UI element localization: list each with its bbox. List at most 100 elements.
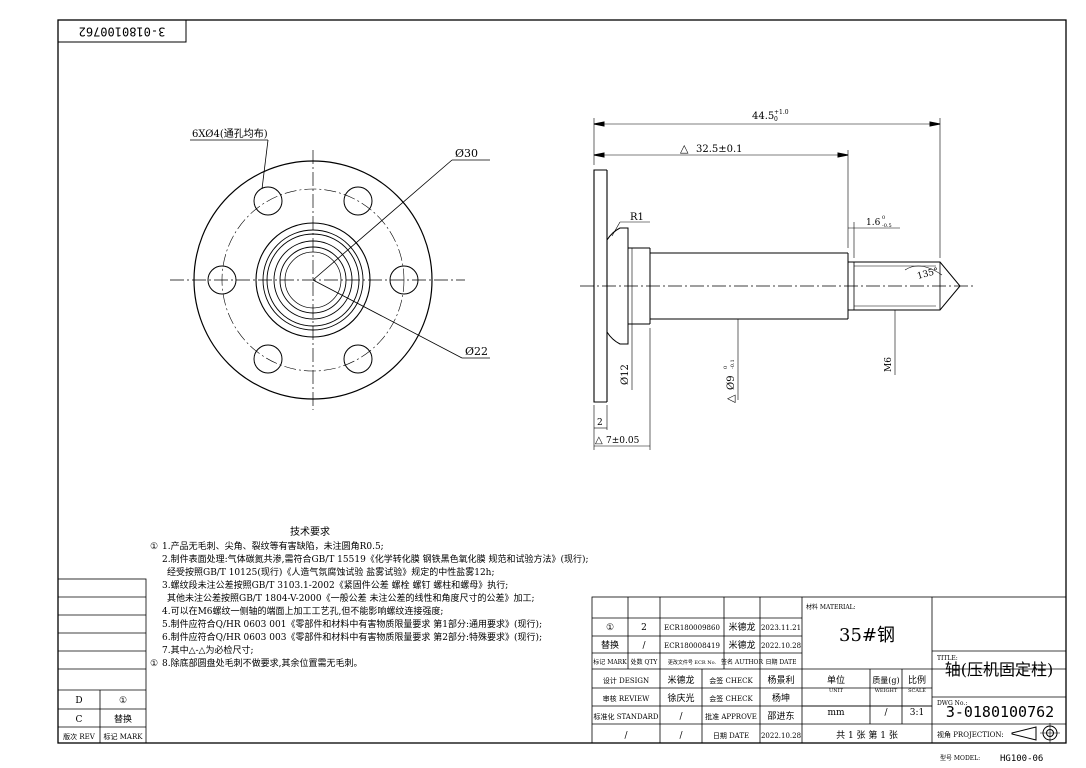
- sign-cell: 设计 DESIGN: [603, 676, 649, 685]
- model-label: 型号 MODEL:: [940, 754, 980, 762]
- unit-label: 单位: [827, 674, 845, 686]
- holes-label: 6XØ4(通孔均布): [192, 128, 268, 140]
- note-line: 2.制件表面处理:气体碳氮共渗,需符合GB/T 15519《化学转化膜 钢铁黑色…: [162, 553, 589, 565]
- corner-drawing-number: 3-0180100762: [79, 25, 166, 39]
- note-line: 经受按照GB/T 10125(现行)《人造气氛腐蚀试验 盐雾试验》规定的中性盐雾…: [167, 566, 495, 578]
- weight-label-en: WEIGHT: [875, 688, 898, 694]
- scale-label-en: SCALE: [908, 688, 926, 694]
- title-label: TITLE:: [937, 655, 958, 662]
- sign-cell: 日期 DATE: [713, 732, 749, 740]
- dwg-number: 3-0180100762: [946, 703, 1054, 721]
- rev-header: 日期 DATE: [765, 658, 796, 666]
- dwg-label: DWG No.:: [937, 700, 967, 707]
- dia-12-label: Ø12: [620, 364, 631, 385]
- sheet-count: 共 1 张 第 1 张: [836, 729, 898, 741]
- notes-title: 技术要求: [290, 525, 330, 538]
- note-line: 4.可以在M6螺纹一侧轴的端面上加工工艺孔,但不能影响螺纹连接强度;: [162, 605, 443, 617]
- scale-label: 比例: [908, 674, 926, 686]
- material-value: 35#钢: [839, 625, 895, 646]
- unit-value: mm: [827, 708, 845, 718]
- rev-cell: ECR180008419: [664, 642, 720, 650]
- sign-cell: 2022.10.28: [761, 732, 801, 740]
- overall-length: 44.5: [752, 111, 774, 122]
- rev-marker-icon-2: ①: [150, 659, 158, 669]
- rev-cell: /: [642, 641, 646, 651]
- sign-cell: 审核 REVIEW: [603, 694, 651, 703]
- weight-value: /: [884, 708, 888, 718]
- sign-cell: 会签 CHECK: [709, 676, 753, 685]
- side-view: [580, 118, 975, 450]
- outer-dia-label: Ø30: [455, 147, 478, 160]
- left-rev-cell: D: [75, 696, 82, 706]
- sign-cell: 标准化 STANDARD: [593, 712, 658, 721]
- chamfer-tol-low: -0.5: [882, 223, 892, 229]
- sign-cell: /: [679, 731, 683, 741]
- weight-label: 质量(g): [872, 675, 899, 685]
- chamfer-label: 1.6: [866, 218, 881, 228]
- sign-cell: /: [624, 731, 628, 741]
- overall-length-tol: +1.0: [774, 109, 789, 116]
- overall-length-tol-low: 0: [774, 116, 778, 123]
- critical-mark-icon-3: △: [595, 435, 603, 446]
- dia-9-tol: 0: [723, 366, 729, 369]
- front-view: [170, 139, 490, 410]
- dia-9-tol-low: -0.1: [730, 359, 736, 369]
- rev-header: 更改文件号 ECR No.: [668, 659, 717, 666]
- sign-cell: /: [679, 712, 683, 722]
- length-7-label: 7±0.05: [606, 436, 640, 446]
- material-label: 材料 MATERIAL:: [806, 603, 856, 611]
- left-rev-cell: 替换: [114, 713, 132, 725]
- sign-cell: 邵进东: [767, 710, 794, 722]
- rev-header: 标记 MARK: [593, 658, 627, 666]
- flange-width-label: 2: [597, 418, 603, 428]
- left-rev-table: [57, 578, 147, 744]
- rev-cell: 替换: [601, 639, 619, 651]
- rev-cell: 2023.11.21: [761, 624, 801, 632]
- left-rev-cell: C: [76, 715, 83, 725]
- projection-label: 视角 PROJECTION:: [937, 730, 1004, 739]
- left-rev-header: 标记 MARK: [104, 732, 144, 741]
- rev-cell: ECR180009860: [664, 624, 720, 632]
- title-block: [591, 596, 1067, 744]
- critical-mark-icon-2: △: [724, 394, 737, 403]
- left-rev-header: 版次 REV: [63, 732, 96, 741]
- model-value: HG100-06: [1000, 754, 1043, 764]
- corner-number-box: [57, 19, 187, 43]
- inner-dia-label: Ø22: [465, 345, 488, 358]
- chamfer-tol: 0: [882, 215, 885, 221]
- sign-cell: 米德龙: [667, 674, 694, 686]
- dia-9-label: Ø9: [726, 375, 737, 390]
- first-angle-projection-icon: [1011, 723, 1060, 743]
- rev-header: 签名 AUTHOR: [721, 658, 763, 666]
- critical-mark-icon: △: [680, 142, 689, 155]
- sign-cell: 会签 CHECK: [709, 694, 753, 703]
- rev-cell: 2022.10.28: [761, 642, 801, 650]
- sign-cell: 徐庆光: [667, 692, 694, 704]
- rev-cell: 米德龙: [728, 621, 755, 633]
- note-line: 1.产品无毛刺、尖角、裂纹等有害缺陷，未注圆角R0.5;: [162, 540, 384, 552]
- sheet-border: [57, 19, 1067, 744]
- sign-cell: 杨景利: [767, 674, 794, 686]
- rev-cell: ①: [606, 623, 614, 633]
- rev-header: 处数 QTY: [631, 658, 659, 666]
- scale-value: 3:1: [910, 708, 924, 718]
- note-line: 8.除底部圆盘处毛刺不做要求,其余位置需无毛刺。: [162, 657, 362, 669]
- length-32: 32.5±0.1: [696, 144, 743, 155]
- note-line: 其他未注公差按照GB/T 1804-V-2000《一般公差 未注公差的线性和角度…: [167, 592, 535, 604]
- rev-marker-icon: ①: [150, 542, 158, 552]
- part-title: 轴(压机固定柱): [945, 660, 1054, 679]
- sign-cell: 批准 APPROVE: [705, 712, 757, 721]
- radius-label: R1: [630, 212, 644, 223]
- note-line: 5.制件应符合Q/HR 0603 001《零部件和材料中有害物质限量要求 第1部…: [162, 618, 542, 630]
- rev-cell: 2: [641, 623, 647, 633]
- note-line: 3.螺纹段未注公差按照GB/T 3103.1-2002《紧固件公差 螺栓 螺钉 …: [162, 579, 508, 591]
- sign-cell: 杨坤: [772, 692, 790, 704]
- unit-label-en: UNIT: [829, 688, 844, 694]
- thread-label: M6: [884, 357, 894, 372]
- left-rev-cell: ①: [119, 696, 127, 706]
- note-line: 6.制件应符合Q/HR 0603 003《零部件和材料中有害物质限量要求 第2部…: [162, 631, 542, 643]
- rev-cell: 米德龙: [728, 639, 755, 651]
- angle-label: 135°: [916, 267, 940, 282]
- notes-list: 1.产品无毛刺、尖角、裂纹等有害缺陷，未注圆角R0.5; 2.制件表面处理:气体…: [162, 540, 589, 669]
